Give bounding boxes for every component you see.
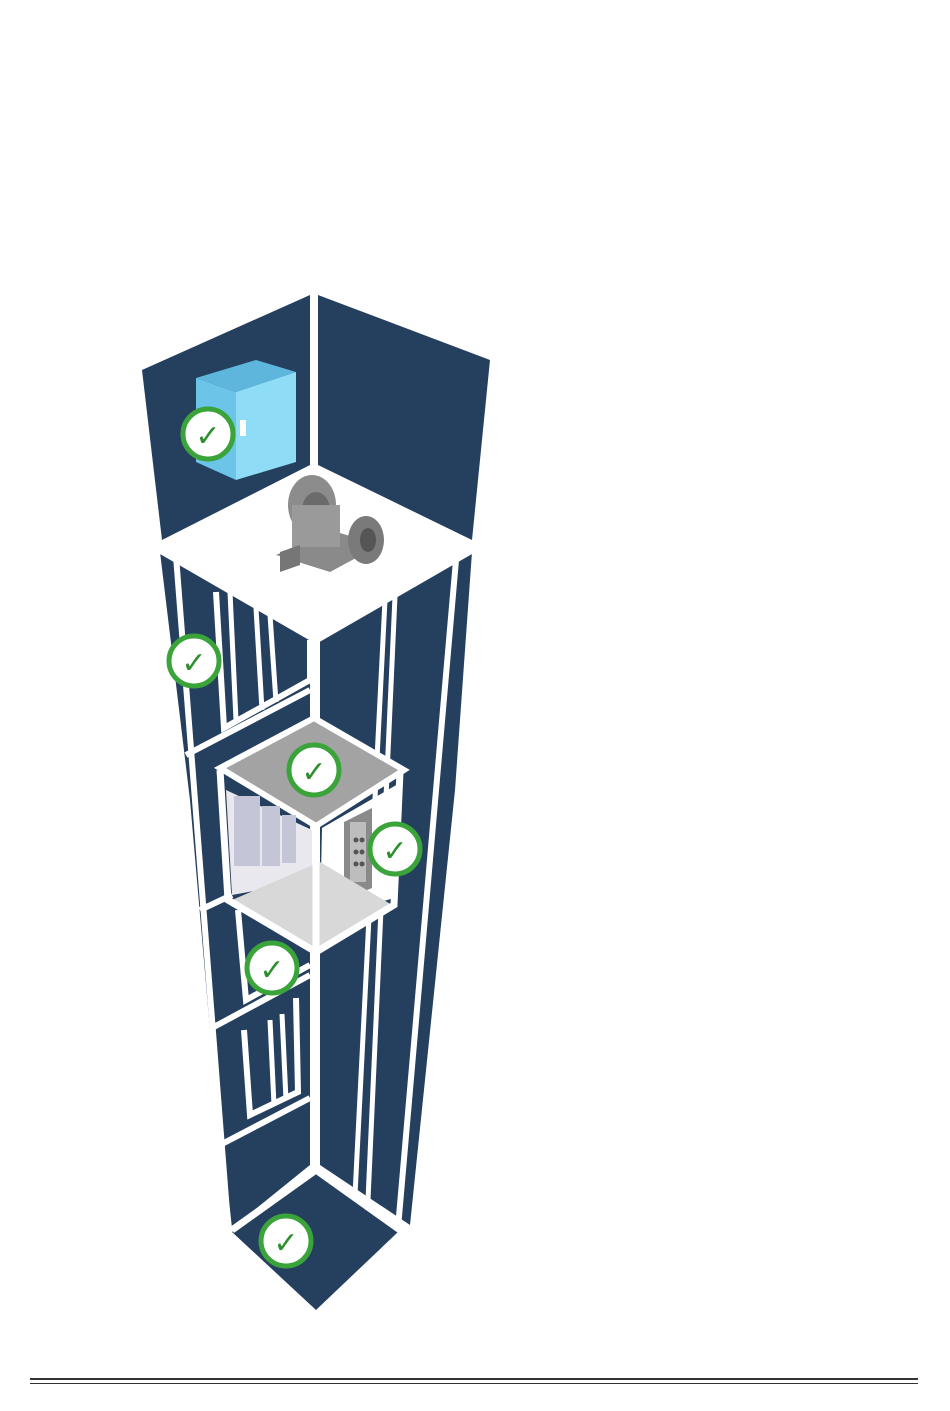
svg-text:✓: ✓ xyxy=(301,755,326,790)
lower-door-check-icon: ✓ xyxy=(247,943,297,993)
cabin-panel-check-icon: ✓ xyxy=(370,824,420,874)
pit-check-icon: ✓ xyxy=(261,1216,311,1266)
landing-door-check-icon: ✓ xyxy=(169,636,219,686)
svg-text:✓: ✓ xyxy=(382,834,407,869)
footer-rule xyxy=(30,1378,918,1380)
svg-text:✓: ✓ xyxy=(181,646,206,681)
traction-machine xyxy=(276,475,384,572)
controller-check-icon: ✓ xyxy=(183,409,233,459)
footer-rule-thin xyxy=(30,1383,918,1384)
svg-text:✓: ✓ xyxy=(195,419,220,454)
svg-text:✓: ✓ xyxy=(259,953,284,988)
svg-text:✓: ✓ xyxy=(273,1226,298,1261)
cabin-roof-check-icon: ✓ xyxy=(289,745,339,795)
